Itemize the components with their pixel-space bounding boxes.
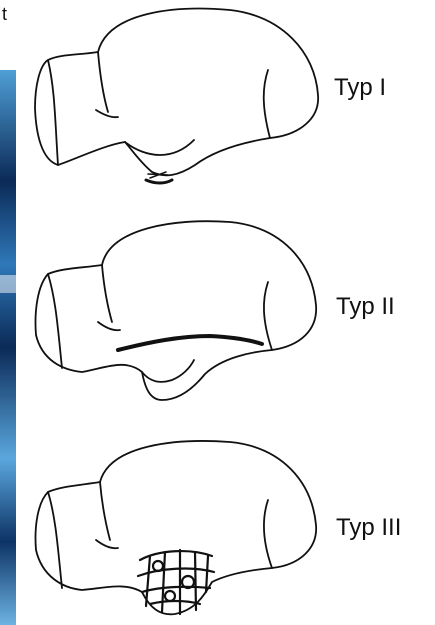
- bone-type-2: [36, 221, 317, 400]
- bone-type-3: [36, 441, 317, 614]
- label-type-2: Typ II: [336, 293, 395, 321]
- bone-type-1: [35, 9, 318, 183]
- label-type-3: Typ III: [336, 514, 401, 542]
- comminuted-fragments: [138, 550, 214, 614]
- label-type-1: Typ I: [334, 74, 386, 102]
